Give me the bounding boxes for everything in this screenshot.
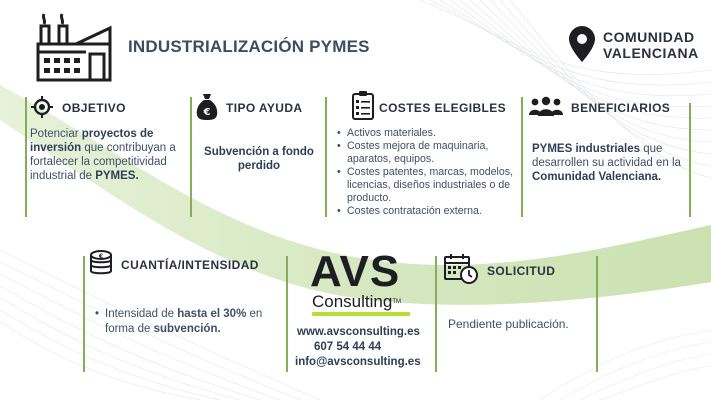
location-pin-icon xyxy=(569,26,595,62)
divider-line xyxy=(286,256,288,372)
region-label: COMUNIDAD VALENCIANA xyxy=(603,29,699,61)
beneficiarios-text-emphasis: Comunidad Valenciana. xyxy=(532,171,662,183)
list-item: Activos materiales. xyxy=(337,127,515,140)
avs-logo-subtitle: ConsultingTM xyxy=(312,293,401,311)
svg-text:€: € xyxy=(98,253,103,260)
cuantia-text-emphasis: subvención. xyxy=(153,323,221,335)
cuantia-text-part: en forma de xyxy=(105,308,263,335)
objetivo-text-emphasis: PYMES. xyxy=(95,170,139,182)
email-link[interactable]: info@avsconsulting.es xyxy=(295,356,421,368)
group-icon xyxy=(529,96,563,116)
logo-accent-bar xyxy=(312,312,410,316)
divider-line xyxy=(435,256,437,372)
cuantia-text-part: Intensidad de xyxy=(105,308,178,320)
list-item: Costes contratación externa. xyxy=(337,205,515,218)
objetivo-text-part: que contribuyan a fortalecer la competit… xyxy=(30,142,176,182)
costes-list: Activos materiales. Costes mejora de maq… xyxy=(337,127,515,218)
money-bag-icon: € xyxy=(196,94,218,120)
solicitud-text: Pendiente publicación. xyxy=(448,317,569,331)
avs-logo-subtitle-text: Consulting xyxy=(312,292,393,311)
objetivo-text-part: Potenciar xyxy=(30,128,82,140)
list-item: Costes mejora de maquinaria, aparatos, e… xyxy=(337,140,515,166)
beneficiarios-heading: BENEFICIARIOS xyxy=(571,101,671,115)
cuantia-heading: CUANTÍA/INTENSIDAD xyxy=(121,258,259,272)
divider-line xyxy=(521,97,523,217)
tipo-ayuda-heading: TIPO AYUDA xyxy=(226,101,303,115)
list-item: Costes patentes, marcas, modelos, licenc… xyxy=(337,166,515,205)
objetivo-text: Potenciar proyectos de inversión que con… xyxy=(30,127,188,183)
divider-line xyxy=(325,97,327,217)
website-link[interactable]: www.avsconsulting.es xyxy=(297,326,420,338)
trademark-mark: TM xyxy=(392,299,401,305)
region-line-1: COMUNIDAD xyxy=(603,29,695,45)
list-item: Intensidad de hasta el 30% en forma de s… xyxy=(95,307,281,337)
beneficiarios-text-emphasis: PYMES industriales xyxy=(532,143,641,155)
factory-icon xyxy=(36,13,112,82)
divider-line xyxy=(83,256,85,372)
cuantia-list: Intensidad de hasta el 30% en forma de s… xyxy=(95,307,281,337)
page-title: INDUSTRIALIZACIÓN PYMES xyxy=(128,37,370,56)
target-icon xyxy=(31,96,53,118)
divider-line xyxy=(689,103,691,217)
region-line-2: VALENCIANA xyxy=(603,45,699,61)
phone-number[interactable]: 607 54 44 44 xyxy=(314,341,382,353)
avs-logo: AVS xyxy=(310,247,401,296)
divider-line xyxy=(596,256,598,372)
solicitud-heading: SOLICITUD xyxy=(487,264,556,278)
svg-text:€: € xyxy=(203,107,211,118)
objetivo-text-emphasis: proyectos de inversión xyxy=(30,128,154,154)
divider-line xyxy=(25,97,27,217)
coins-icon: € xyxy=(90,250,112,275)
checklist-icon xyxy=(352,91,374,120)
divider-line xyxy=(190,97,192,217)
tipo-ayuda-text: Subvención a fondo perdido xyxy=(204,146,314,172)
cuantia-text-emphasis: hasta el 30% xyxy=(177,308,247,320)
beneficiarios-text: PYMES industriales que desarrollen su ac… xyxy=(532,142,684,184)
costes-heading: COSTES ELEGIBLES xyxy=(379,101,507,115)
objetivo-heading: OBJETIVO xyxy=(62,101,126,115)
calendar-clock-icon xyxy=(444,254,478,284)
beneficiarios-text-part: que desarrollen su actividad en la xyxy=(532,143,681,169)
